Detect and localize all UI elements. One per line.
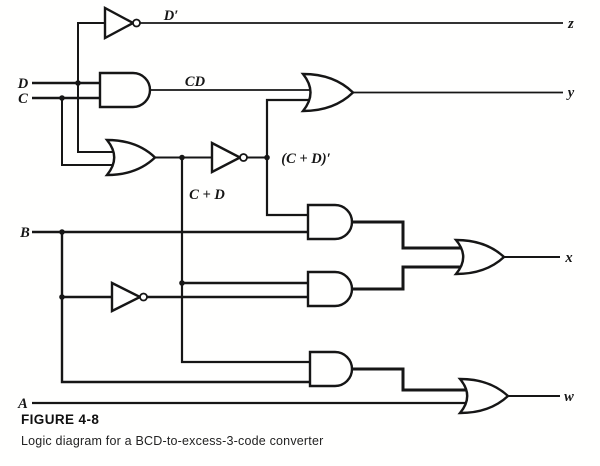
and-gate-x-top [306, 203, 354, 241]
not-gate-b-bubble [139, 292, 148, 302]
output-label-x: x [564, 250, 572, 266]
output-label-w: w [564, 389, 574, 405]
figure-caption: Logic diagram for a BCD-to-excess-3-code… [21, 434, 324, 448]
not-gate-c-plus-d [210, 141, 243, 174]
wire-c-branch [61, 98, 122, 166]
junction-dot-1 [59, 95, 65, 101]
wire-d-branch [77, 22, 122, 153]
not-gate-b [110, 281, 143, 313]
signal-label-cd: CD [185, 74, 206, 90]
junction-dot-0 [75, 80, 81, 86]
wire-and4-output [350, 265, 471, 291]
signal-label-d-prime: D′ [163, 8, 179, 24]
signal-label-c-plus-d-prime: (C + D)′ [281, 151, 330, 167]
junction-dot-5 [59, 229, 65, 235]
signal-label-c-plus-d: C + D [189, 187, 225, 203]
or-gate-y [300, 72, 355, 113]
junction-dot-2 [179, 154, 185, 161]
or-gate-c-plus-d [104, 138, 157, 177]
input-label-c: C [18, 91, 28, 107]
figure-title: FIGURE 4-8 [21, 412, 100, 427]
junction-dot-4 [179, 280, 185, 286]
input-label-d: D [17, 76, 29, 92]
not-gate-d [103, 5, 136, 41]
output-label-z: z [567, 16, 574, 32]
wire-b-vertical [60, 232, 314, 384]
or-gate-w [457, 377, 510, 415]
wire-c-plus-d-vertical [180, 157, 314, 364]
and-gate-cd [98, 71, 152, 109]
and-gate-w [308, 350, 354, 388]
not-gate-c-plus-d-bubble [239, 153, 248, 162]
junction-dot-3 [264, 154, 270, 161]
and-gate-x-bottom [306, 270, 354, 308]
wire-and5-output [350, 367, 475, 392]
not-gate-d-bubble [132, 18, 141, 28]
figure-caption-block: FIGURE 4-8 Logic diagram for a BCD-to-ex… [21, 412, 323, 448]
input-label-b: B [19, 225, 30, 241]
wire-and3-output [350, 220, 471, 250]
or-gate-x [453, 238, 506, 276]
junction-dot-6 [59, 294, 65, 300]
output-label-y: y [566, 85, 575, 101]
input-label-a: A [17, 396, 28, 412]
